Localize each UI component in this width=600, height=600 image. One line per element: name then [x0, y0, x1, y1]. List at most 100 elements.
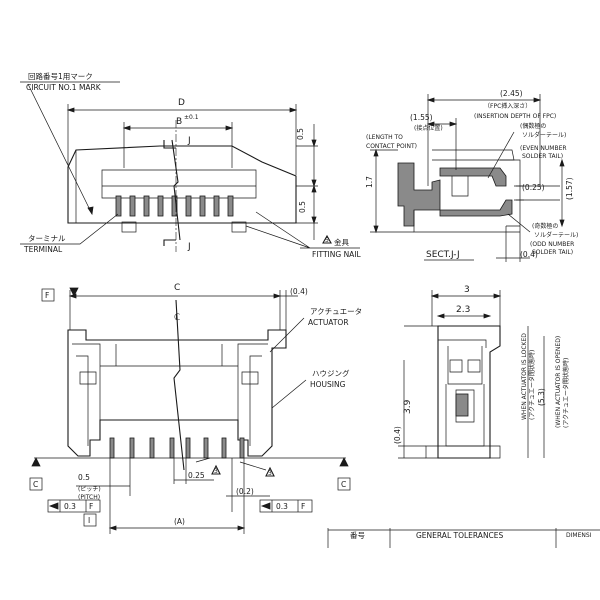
front-inner-walls — [72, 343, 268, 420]
dim-04: (0.4) — [393, 426, 402, 444]
section-lower-contact — [439, 199, 513, 217]
top-housing-outline — [67, 145, 297, 224]
dim-04: (0.4) — [290, 287, 308, 296]
title-col3: DIMENSI — [566, 532, 592, 539]
centerline-label: ℂ — [174, 313, 180, 323]
tol-right-val: 0.3 — [276, 502, 288, 511]
front-lock-windows — [79, 371, 259, 385]
dim-157: (1.57) — [565, 177, 574, 200]
opened-jp: (アクチュエータ開状態時) — [562, 358, 570, 428]
title-block: 番号 GENERAL TOLERANCES DIMENSI — [327, 528, 600, 548]
section-contact-cavity — [451, 176, 469, 197]
side-top-details — [438, 339, 487, 385]
dim-b-tol: ±0.1 — [184, 114, 199, 121]
even-leader — [487, 131, 515, 179]
dim-025-line — [173, 458, 214, 484]
dim-05b: 0.5 — [298, 201, 307, 213]
section-j-bottom: J — [187, 242, 191, 252]
circuit-mark-en: CIRCUIT NO.1 MARK — [26, 83, 102, 92]
length-en-1: (LENGTH TO — [366, 134, 403, 141]
terminal-jp: ターミナル — [28, 234, 66, 243]
front-pins — [109, 437, 245, 459]
datum-f: F — [45, 291, 49, 300]
datum-i-box — [83, 513, 97, 527]
closed-en: WHEN ACTUATOR IS LOCKED — [521, 333, 528, 420]
note-3b: 3 — [268, 470, 272, 477]
actuator-jp: アクチュエータ — [310, 307, 362, 316]
fitting-nail-jp: 金具 — [334, 237, 349, 247]
dim-pitch-line — [76, 458, 131, 496]
terminal-leader — [20, 213, 119, 245]
dim-17-line — [370, 149, 414, 233]
front-actuator — [100, 344, 238, 367]
dim-025: 0.25 — [188, 471, 205, 480]
insertion-en: (INSERTION DEPTH OF FPC) — [474, 113, 556, 120]
housing-en: HOUSING — [310, 380, 346, 389]
dim-b-label: B — [176, 117, 182, 127]
dim-c-line — [69, 290, 281, 330]
dim-d-label: D — [178, 98, 185, 108]
dim-025: (0.25) — [522, 183, 545, 192]
section-housing-right — [500, 159, 521, 227]
top-terminal-window — [101, 169, 257, 199]
datum-f-box — [41, 288, 55, 302]
tol-right-ref: F — [301, 502, 305, 511]
even-jp-1: (偶数極の — [520, 122, 546, 130]
note-triangle-5 — [322, 234, 332, 244]
fitting-nail-num: 5 — [325, 237, 329, 244]
side-contact — [455, 393, 469, 417]
circuit-mark-leader — [20, 81, 120, 215]
dim-39: 3.9 — [403, 399, 413, 414]
even-en-2: SOLDER TAIL) — [522, 153, 563, 160]
contact-jp: (接点位置) — [414, 124, 443, 132]
dim-05a: 0.5 — [296, 128, 305, 140]
fitting-nail-leader — [245, 211, 360, 249]
section-view: (2.45) （FPC挿入深さ） (INSERTION DEPTH OF FPC… — [365, 89, 578, 262]
even-en-1: (EVEN NUMBER — [520, 145, 567, 152]
datum-c-markers — [31, 457, 349, 467]
note-3-leaders — [195, 457, 267, 471]
title-col2: GENERAL TOLERANCES — [416, 531, 504, 540]
front-housing-outline — [67, 329, 287, 457]
tol-left-val: 0.3 — [64, 502, 76, 511]
note-3a: 3 — [214, 468, 218, 475]
note-triangle-3a — [211, 464, 221, 475]
dim-17: 1.7 — [365, 176, 374, 188]
sect-label: SECT.J-J — [426, 250, 460, 260]
dim-05: 0.5 — [78, 473, 90, 482]
front-break-line — [173, 299, 185, 471]
dim-04-line — [280, 290, 298, 330]
dim-53-lines — [527, 326, 545, 458]
dim-02-line — [226, 458, 270, 512]
odd-en-2: SOLDER TAIL) — [532, 249, 573, 256]
side-outline — [437, 325, 501, 459]
even-jp-2: ソルダーテール) — [522, 131, 566, 139]
datum-c-right: C — [341, 480, 346, 489]
pitch-jp: (ピッチ) — [78, 486, 101, 493]
section-upper-contact — [439, 167, 507, 187]
side-view: 3 2.3 3.9 (0.4) WHEN ACTUATOR IS LOCKED … — [393, 285, 570, 459]
top-terminal-pins — [115, 195, 234, 217]
dim-23: 2.3 — [456, 305, 470, 315]
top-view: D B ±0.1 J J 0.5 0.5 回路番号1用マーク CIRCUIT N… — [20, 71, 362, 259]
dim-02: (0.2) — [236, 487, 254, 496]
tol-left-ref: F — [89, 502, 93, 511]
top-fitting-nail-right — [231, 221, 247, 233]
datum-c-right-box — [337, 477, 351, 491]
side-windows — [449, 359, 481, 373]
section-actuator — [432, 149, 515, 161]
odd-en-1: (ODD NUMBER — [530, 241, 574, 248]
front-side-rails — [76, 355, 262, 446]
section-j-top: J — [187, 136, 191, 146]
dim-155: (1.55) — [410, 113, 433, 122]
dim-04-line — [496, 226, 530, 262]
dim-a: (A) — [174, 517, 185, 526]
datum-c-left-box — [29, 477, 43, 491]
pitch-en: (PITCH) — [78, 494, 100, 501]
tol-frame-left: 0.3 F — [47, 499, 101, 513]
opened-en: (WHEN ACTUATOR IS OPENED) — [555, 336, 562, 428]
section-j-top-mark — [163, 140, 176, 149]
closed-jp: (アクチュエータ閉状態時) — [528, 350, 536, 420]
housing-jp: ハウジング — [312, 368, 350, 378]
dim-04: (0.4) — [520, 250, 538, 259]
